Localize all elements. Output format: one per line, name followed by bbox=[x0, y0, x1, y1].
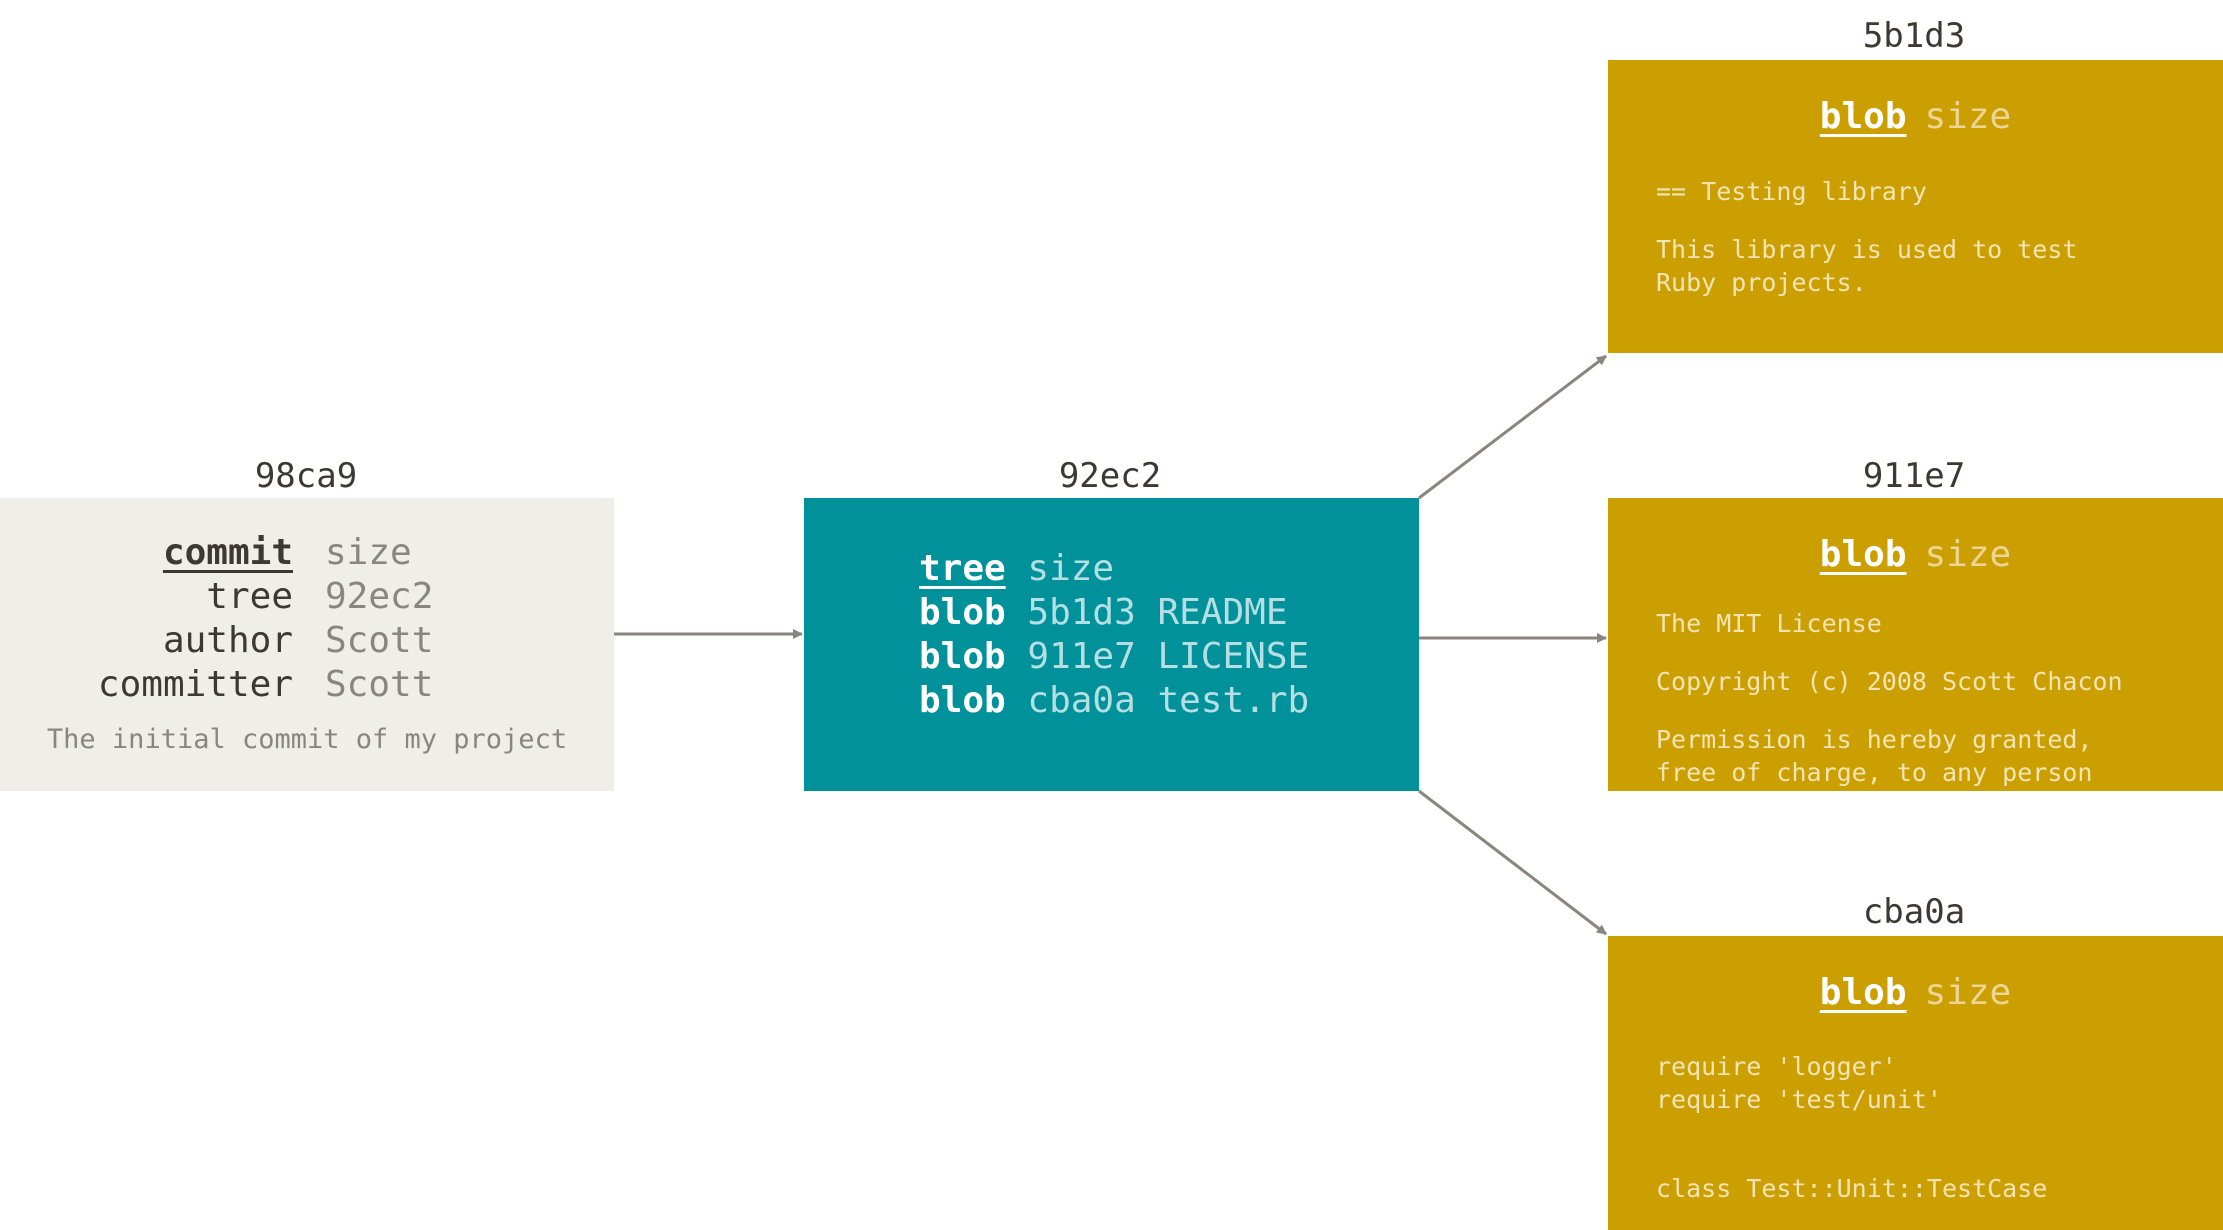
tree-entry: blob 5b1d3 README bbox=[919, 592, 1288, 634]
blob-header: blob size bbox=[1608, 96, 2223, 138]
field-key: author bbox=[162, 620, 293, 661]
blob-type: blob bbox=[1819, 96, 1907, 137]
blob-content-line: Copyright (c) 2008 Scott Chacon bbox=[1656, 667, 2123, 696]
tree-header-row: tree size bbox=[919, 548, 1114, 590]
entry-hash: 911e7 bbox=[1027, 636, 1136, 677]
field-key: tree bbox=[206, 576, 293, 617]
tree-size: size bbox=[1027, 548, 1115, 589]
arrow-tree-to-blob-5b1d3 bbox=[1418, 354, 1607, 500]
commit-type: commit bbox=[162, 532, 293, 573]
entry-name: test.rb bbox=[1157, 680, 1310, 721]
field-value: Scott bbox=[325, 620, 434, 661]
blob-object-911e7: blob size The MIT License Copyright (c) 2… bbox=[1608, 498, 2223, 791]
blob-hash: 911e7 bbox=[1862, 456, 1966, 496]
blob-header: blob size bbox=[1608, 534, 2223, 576]
blob-content-line: Ruby projects. bbox=[1656, 268, 1867, 297]
entry-hash: 5b1d3 bbox=[1027, 592, 1136, 633]
tree-entry: blob 911e7 LICENSE bbox=[919, 636, 1309, 678]
blob-type: blob bbox=[1819, 972, 1907, 1013]
commit-field-tree: tree 92ec2 bbox=[0, 576, 614, 618]
blob-content-line: require 'logger' bbox=[1656, 1052, 1897, 1081]
blob-content-line: free of charge, to any person bbox=[1656, 758, 2093, 787]
blob-content-line: The MIT License bbox=[1656, 609, 1882, 638]
blob-content-line: require 'test/unit' bbox=[1656, 1085, 1942, 1114]
blob-content-line: == Testing library bbox=[1656, 177, 1927, 206]
blob-content-line: Permission is hereby granted, bbox=[1656, 725, 2093, 754]
tree-entry: blob cba0a test.rb bbox=[919, 680, 1309, 722]
blob-size: size bbox=[1924, 534, 2012, 575]
blob-header: blob size bbox=[1608, 972, 2223, 1014]
tree-type: tree bbox=[919, 548, 1006, 589]
commit-object: commit size tree 92ec2 author Scott comm… bbox=[0, 498, 614, 791]
commit-header-row: commit size bbox=[0, 532, 614, 574]
commit-message: The initial commit of my project bbox=[46, 724, 568, 755]
entry-type: blob bbox=[919, 636, 1006, 677]
tree-object: tree size blob 5b1d3 README blob 911e7 L… bbox=[804, 498, 1419, 791]
blob-type: blob bbox=[1819, 534, 1907, 575]
blob-content-line: class Test::Unit::TestCase bbox=[1656, 1174, 2048, 1203]
field-value: Scott bbox=[325, 664, 434, 705]
arrow-tree-to-blob-cba0a bbox=[1418, 789, 1607, 936]
commit-field-author: author Scott bbox=[0, 620, 614, 662]
entry-hash: cba0a bbox=[1027, 680, 1136, 721]
blob-object-cba0a: blob size require 'logger' require 'test/… bbox=[1608, 936, 2223, 1230]
commit-field-committer: committer Scott bbox=[0, 664, 614, 706]
entry-type: blob bbox=[919, 680, 1006, 721]
entry-name: README bbox=[1157, 592, 1288, 633]
blob-hash: cba0a bbox=[1862, 892, 1966, 932]
field-key: committer bbox=[97, 664, 293, 705]
field-value: 92ec2 bbox=[325, 576, 434, 617]
commit-size: size bbox=[325, 532, 412, 573]
blob-hash: 5b1d3 bbox=[1862, 16, 1966, 56]
blob-content-line: This library is used to test bbox=[1656, 235, 2078, 264]
entry-name: LICENSE bbox=[1157, 636, 1310, 677]
tree-hash: 92ec2 bbox=[1058, 456, 1162, 496]
blob-size: size bbox=[1924, 972, 2012, 1013]
blob-size: size bbox=[1924, 96, 2012, 137]
entry-type: blob bbox=[919, 592, 1006, 633]
commit-hash: 98ca9 bbox=[254, 456, 358, 496]
blob-object-5b1d3: blob size == Testing library This library… bbox=[1608, 60, 2223, 353]
